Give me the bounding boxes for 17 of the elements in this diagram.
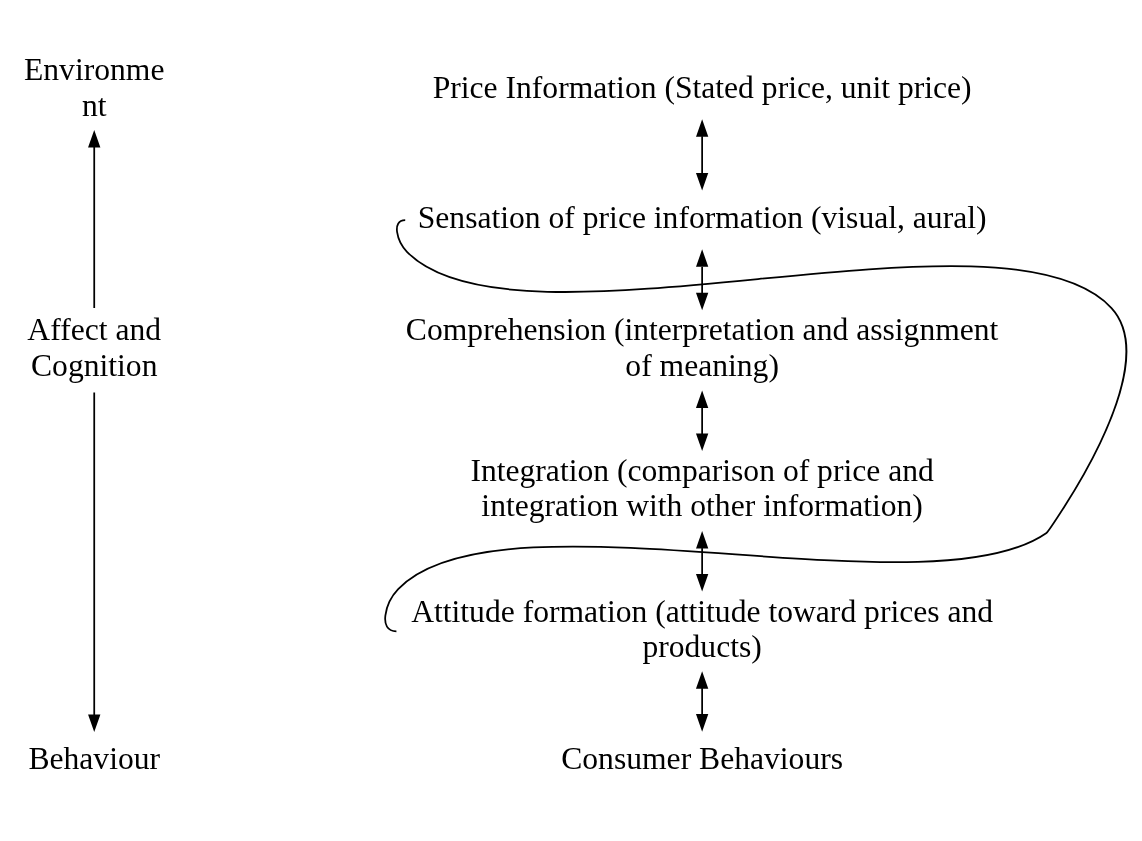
- node-text: Sensation of price information (visual, aural): [417, 199, 987, 235]
- arrow: [88, 391, 101, 733]
- node-text: Price Information (Stated price, unit price): [432, 69, 972, 105]
- node-text: Environme nt: [24, 52, 165, 123]
- arrow: [695, 390, 709, 452]
- node-text: Attitude formation (attitude toward prices and products): [411, 593, 994, 664]
- arrow: [695, 119, 709, 191]
- node-text: Comprehension (interpretation and assignment of meaning): [405, 312, 999, 383]
- node-text: Consumer Behaviours: [561, 741, 844, 777]
- node-text: Behaviour: [28, 741, 161, 777]
- node-text: Affect and Cognition: [27, 312, 162, 383]
- arrow: [695, 531, 709, 592]
- arrow: [695, 671, 709, 732]
- node-text: Integration (comparison of price and integration with other information): [470, 452, 934, 524]
- arrow: [88, 129, 101, 309]
- connector: [384, 219, 1127, 633]
- arrow: [695, 249, 709, 311]
